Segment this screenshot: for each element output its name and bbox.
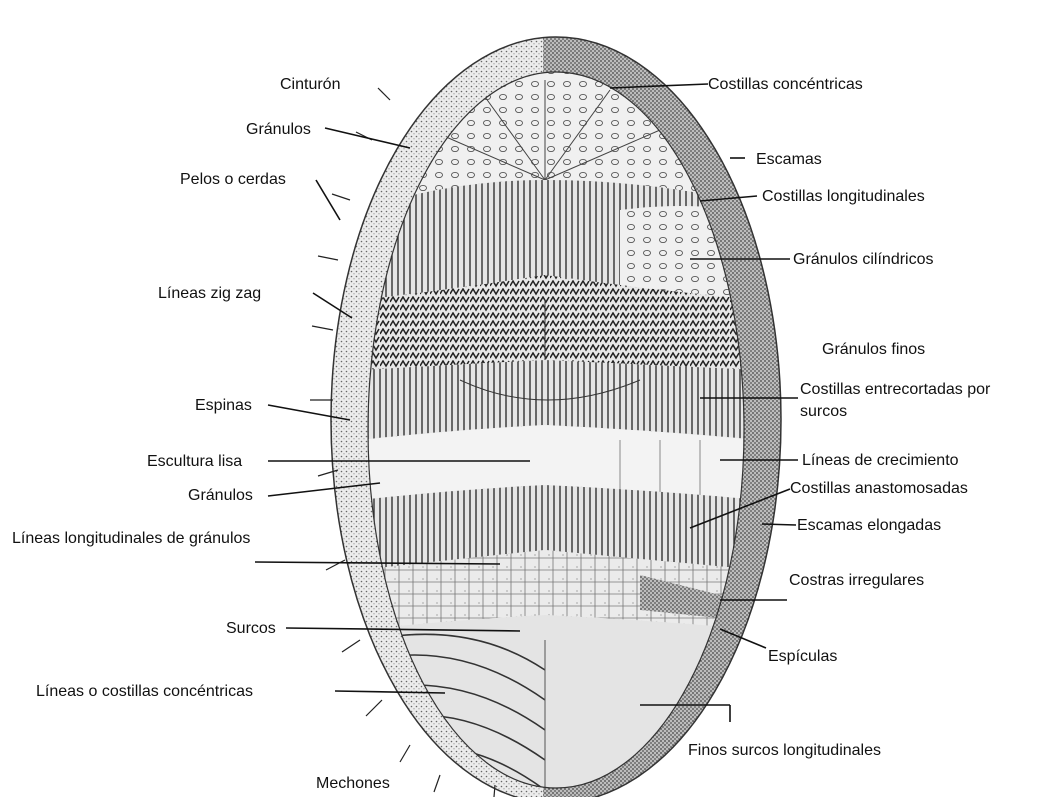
label-lineas-longitudinales-granulos: Líneas longitudinales de gránulos bbox=[12, 529, 250, 548]
label-granulos-top: Gránulos bbox=[246, 120, 311, 139]
label-costillas-entrecortadas-2: surcos bbox=[800, 402, 847, 421]
label-costillas-concentricas: Costillas concéntricas bbox=[708, 75, 863, 94]
label-espiculas: Espículas bbox=[768, 647, 837, 666]
label-granulos-cilindricos: Gránulos cilíndricos bbox=[793, 250, 934, 269]
label-costillas-longitudinales: Costillas longitudinales bbox=[762, 187, 925, 206]
label-cinturon: Cinturón bbox=[280, 75, 340, 94]
label-surcos: Surcos bbox=[226, 619, 276, 638]
label-finos-surcos-longitudinales: Finos surcos longitudinales bbox=[688, 741, 881, 760]
label-granulos-mid: Gránulos bbox=[188, 486, 253, 505]
label-escamas-elongadas: Escamas elongadas bbox=[797, 516, 941, 535]
label-lineas-zig-zag: Líneas zig zag bbox=[158, 284, 261, 303]
label-escultura-lisa: Escultura lisa bbox=[147, 452, 242, 471]
label-escamas: Escamas bbox=[756, 150, 822, 169]
label-pelos-cerdas: Pelos o cerdas bbox=[180, 170, 286, 189]
label-costras-irregulares: Costras irregulares bbox=[789, 571, 924, 590]
label-costillas-anastomosadas: Costillas anastomosadas bbox=[790, 479, 968, 498]
label-granulos-finos: Gránulos finos bbox=[822, 340, 925, 359]
label-costillas-entrecortadas-1: Costillas entrecortadas por bbox=[800, 380, 990, 399]
label-lineas-crecimiento: Líneas de crecimiento bbox=[802, 451, 959, 470]
label-espinas: Espinas bbox=[195, 396, 252, 415]
label-lineas-costillas-concentricas: Líneas o costillas concéntricas bbox=[36, 682, 253, 701]
label-mechones: Mechones bbox=[316, 774, 390, 793]
